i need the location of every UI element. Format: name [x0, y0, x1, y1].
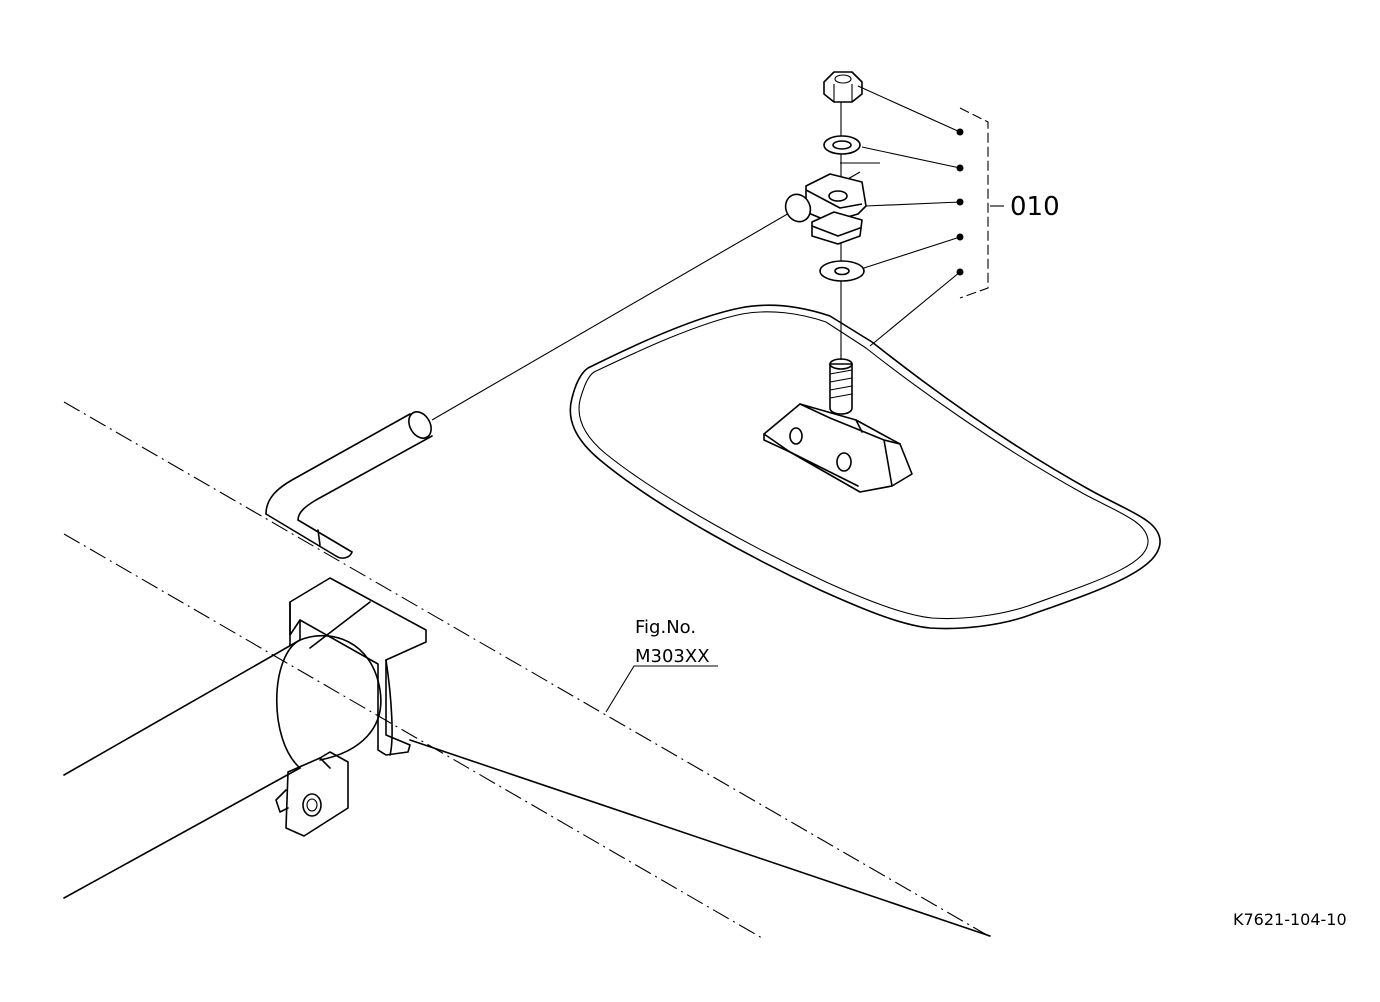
drawing-id: K7621-104-10 — [1233, 910, 1347, 929]
leader-dot — [956, 164, 964, 172]
callout-leaders — [840, 85, 1004, 347]
leader-dot — [956, 128, 964, 136]
part-number-label: 010 — [1010, 192, 1060, 222]
mirror-mount-base — [763, 358, 913, 493]
hardware-stack — [784, 71, 867, 360]
mirror — [569, 304, 1161, 630]
tube-bracket — [289, 577, 427, 756]
figure-ref-line2: M303XX — [635, 646, 710, 667]
figure-ref-leader — [605, 665, 718, 713]
leader-dot — [956, 268, 964, 276]
mirror-arm — [265, 171, 861, 559]
figure-ref-line1: Fig.No. — [635, 617, 696, 638]
leader-dot — [956, 233, 964, 241]
leader-dot — [956, 198, 964, 206]
mounting-plate — [275, 751, 349, 837]
